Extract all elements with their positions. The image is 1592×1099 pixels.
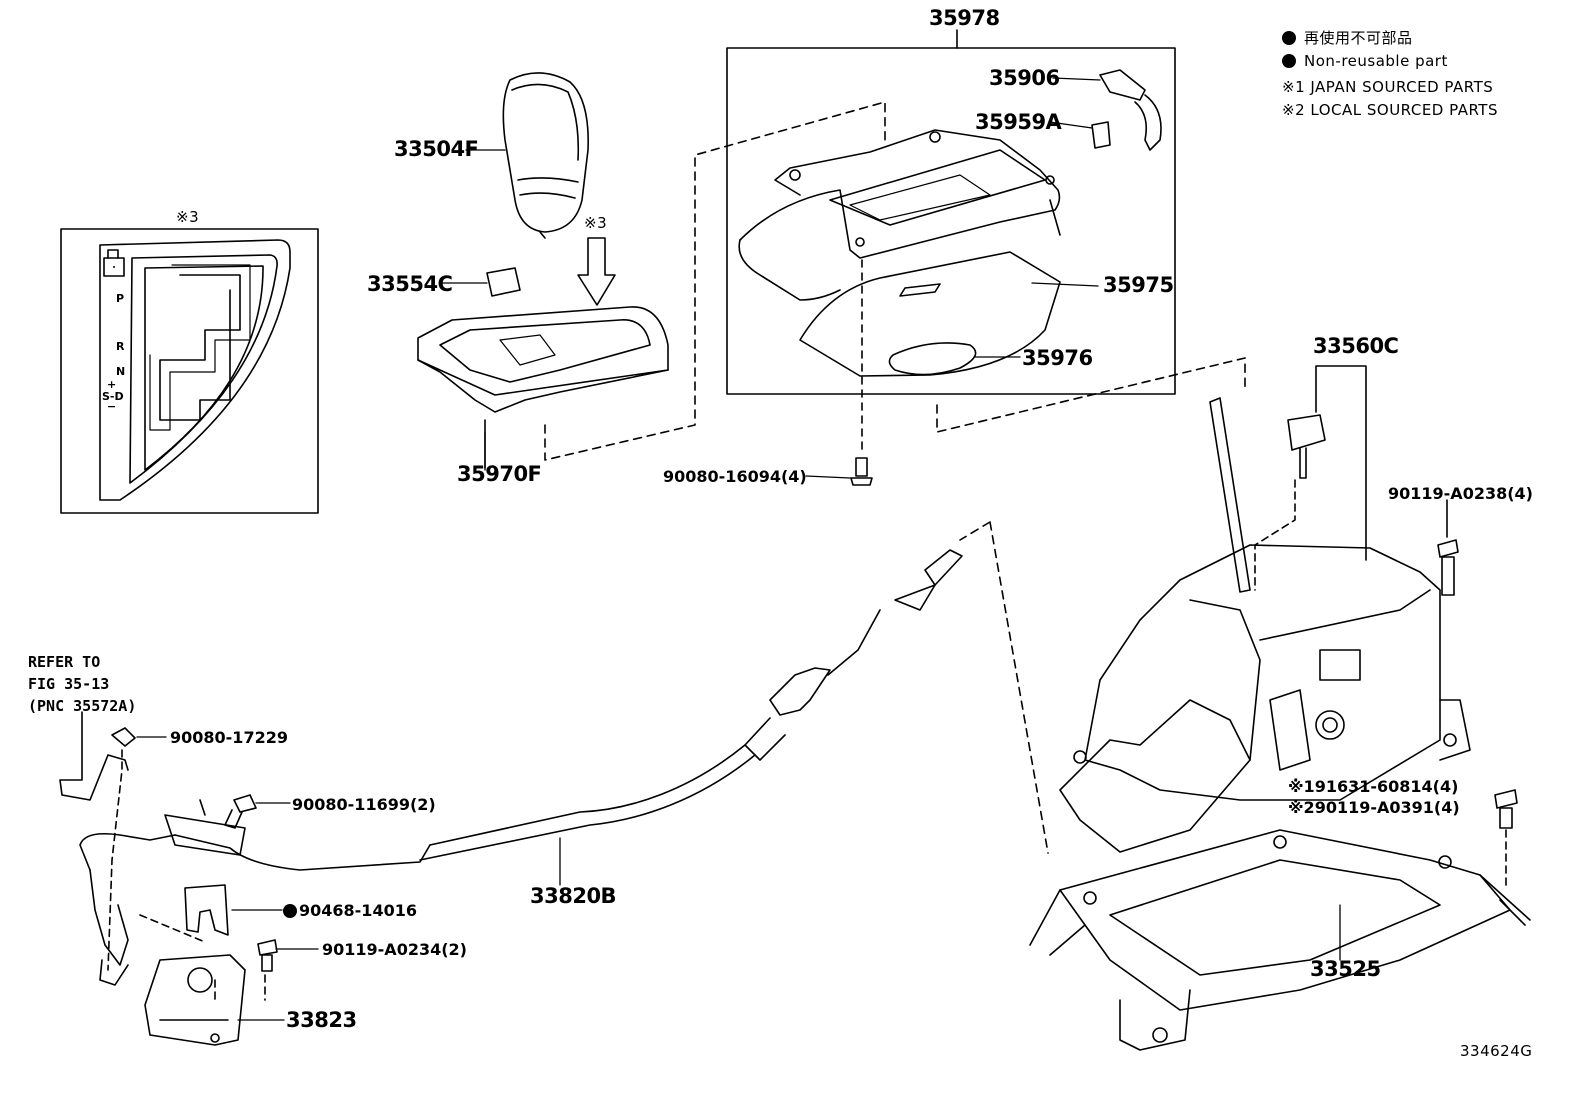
part-33504f: 33504F [394, 137, 479, 161]
bracket-35906-drawing [1099, 69, 1162, 151]
clip-35959a-drawing [1091, 121, 1111, 149]
gear-r-label: R [116, 340, 125, 353]
part-90119-a0238: 90119-A0238(4) [1388, 484, 1533, 503]
refer-line3: (PNC 35572A) [28, 697, 137, 715]
shift-lever-assembly-drawing [1059, 397, 1471, 853]
part-33525: 33525 [1310, 957, 1381, 981]
legend-non-reusable-en: Non-reusable part [1282, 52, 1448, 70]
part-35906: 35906 [989, 66, 1060, 90]
bullet-icon [1282, 54, 1296, 68]
gate-plate-inset [60, 228, 319, 514]
bolt-90119-a0238-drawing [1437, 539, 1459, 596]
dashed-leader-bezel [544, 101, 886, 461]
refer-line2: FIG 35-13 [28, 675, 110, 693]
part-33820b: 33820B [530, 884, 617, 908]
dashed-leader-assembly [936, 357, 1246, 433]
part-35959a: 35959A [975, 110, 1062, 134]
part-33823: 33823 [286, 1008, 357, 1032]
cover-35976-drawing [888, 342, 977, 376]
clip-90468-14016-drawing [184, 884, 229, 936]
gear-minus-label: − [107, 400, 117, 413]
part-35978: 35978 [929, 6, 1000, 30]
non-reusable-bullet-icon [283, 904, 297, 918]
gear-sd-label: S-D [102, 390, 124, 403]
part-35976: 35976 [1022, 346, 1093, 370]
bracket-33823-drawing [144, 954, 246, 1046]
part-90119-a0391: ※290119-A0391(4) [1288, 798, 1460, 817]
part-91631-60814: ※191631-60814(4) [1288, 777, 1458, 796]
indicator-plate-drawing [486, 267, 521, 297]
legend-non-reusable-jp-text: 再使用不可部品 [1304, 29, 1413, 47]
part-90119-a0234: 90119-A0234(2) [322, 940, 467, 959]
shift-knob-drawing [502, 72, 589, 239]
cable-bracket-drawing [59, 711, 136, 801]
lower-panel-drawing [799, 251, 1061, 377]
part-33554c: 33554C [367, 272, 453, 296]
bullet-icon [1282, 31, 1296, 45]
gear-p-label: P [116, 292, 125, 305]
leader-lines [136, 77, 1341, 1021]
console-bezel-drawing [417, 306, 669, 469]
legend-non-reusable-en-text: Non-reusable part [1304, 52, 1448, 70]
legend-note1: ※1 JAPAN SOURCED PARTS [1282, 78, 1494, 96]
note2-mark: ※2 [1288, 798, 1315, 817]
refer-line1: REFER TO [28, 653, 101, 671]
note3-arrow [577, 237, 616, 306]
part-33560c: 33560C [1313, 334, 1399, 358]
legend-non-reusable-jp: 再使用不可部品 [1282, 27, 1413, 48]
bolt-90080-11699-drawing [224, 794, 257, 829]
gear-n-label: N [116, 365, 126, 378]
legend-note2: ※2 LOCAL SOURCED PARTS [1282, 101, 1498, 119]
inset-note-label: ※3 [176, 208, 200, 226]
part-90468-14016-text: 90468-14016 [299, 901, 417, 920]
part-90080-11699: 90080-11699(2) [292, 795, 436, 814]
base-bracket-33525-drawing [1029, 829, 1531, 1051]
screw-90080-16094-drawing [850, 457, 873, 486]
figure-id: 334624G [1460, 1042, 1533, 1060]
part-90080-16094: 90080-16094(4) [663, 467, 807, 486]
bolt-90119-a0234-drawing [257, 939, 278, 972]
inset-gear-letters [113, 266, 115, 268]
group-box-35978 [726, 47, 1176, 395]
gear-plus-label: + [107, 378, 117, 391]
upper-cover-drawing [738, 129, 1061, 301]
part-35970f: 35970F [457, 462, 542, 486]
note3-arrow-label: ※3 [584, 214, 608, 232]
part-91631-60814-text: 91631-60814(4) [1314, 777, 1459, 796]
shift-cable-drawing [79, 549, 963, 986]
part-90119-a0391-text: 90119-A0391(4) [1314, 798, 1460, 817]
note1-mark: ※1 [1288, 777, 1315, 796]
part-90080-17229: 90080-17229 [170, 728, 288, 747]
switch-33560c-drawing [1287, 414, 1326, 479]
part-90468-14016: 90468-14016 [283, 901, 417, 920]
bolt-91631-60814-drawing [1494, 789, 1518, 829]
part-35975: 35975 [1103, 273, 1174, 297]
